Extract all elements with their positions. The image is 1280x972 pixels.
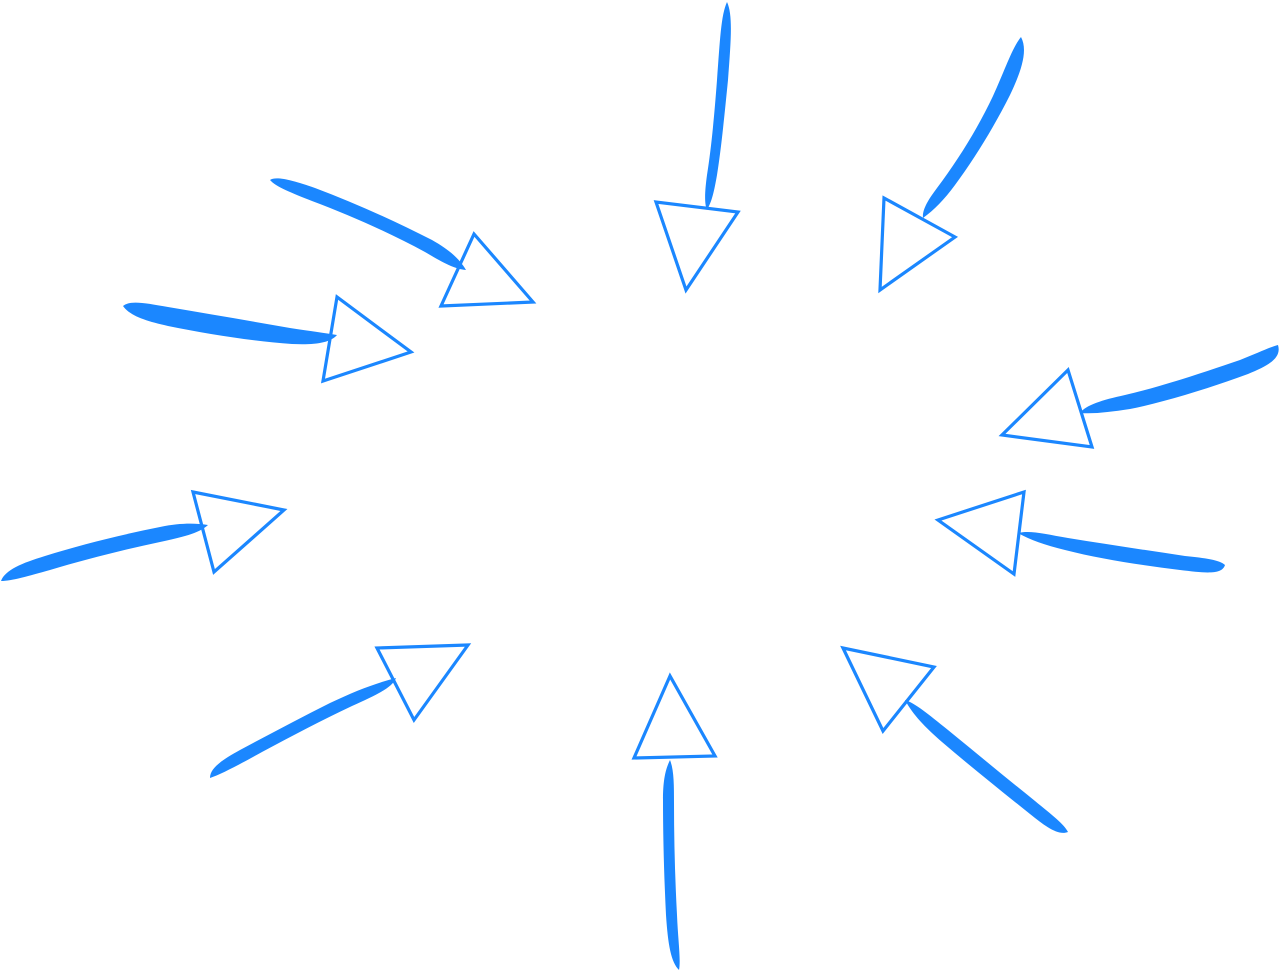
arrow-shaft [1,523,208,581]
arrow-shaft [905,700,1068,833]
arrow-head [653,200,741,294]
arrow-shaft [270,178,466,270]
arrow-head [840,645,937,734]
arrow-shaft [705,2,731,210]
hand-drawn-arrow-icon-right-middle [934,489,1225,577]
arrow-head [878,195,959,294]
arrow-shaft [663,760,680,970]
hand-drawn-arrow-icon-bottom-left [210,643,472,778]
arrow-head [631,672,718,760]
hand-drawn-arrow-icon-bottom-right [840,645,1068,833]
arrow-head [190,489,288,575]
hand-drawn-arrow-icon-top-left [270,178,537,308]
arrow-head [998,367,1095,449]
hand-drawn-arrow-icon-top-center [653,2,741,294]
hand-drawn-arrow-icon-top-right [878,37,1024,294]
hand-drawn-arrow-icon-bottom-center [631,672,718,970]
arrow-head [438,231,537,308]
hand-drawn-arrow-icon-left-lower [1,489,288,581]
arrow-shaft [210,678,396,778]
arrow-shaft [922,37,1024,218]
arrow-head [934,489,1026,577]
hand-drawn-arrow-icon-right-upper [998,345,1279,449]
arrow-head [320,294,415,384]
arrow-shaft [1018,531,1225,573]
arrow-shaft [1080,345,1279,414]
hand-drawn-arrow-icon-left-upper [123,294,415,384]
arrow-head [374,643,472,724]
arrow-shaft [123,302,337,345]
